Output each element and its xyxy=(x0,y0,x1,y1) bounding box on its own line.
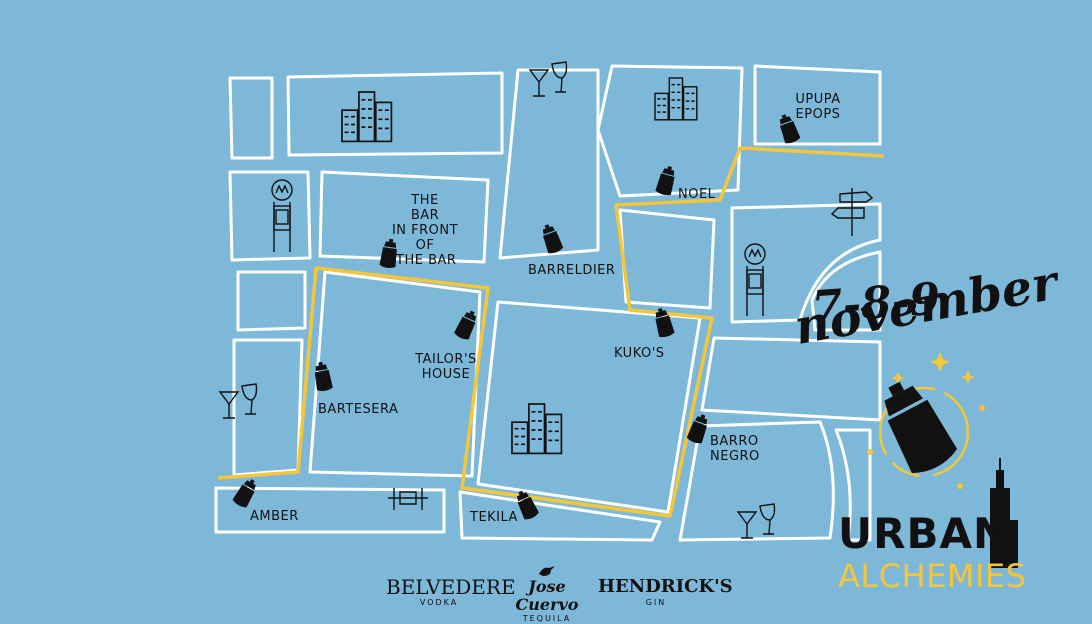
event-brand-line-2: ALCHEMIES xyxy=(838,557,1027,595)
venue-label-barreldier: BARRELDIER xyxy=(528,263,616,278)
cocktail-glasses-icon xyxy=(737,503,776,539)
venue-label-tekila: TEKILA xyxy=(470,510,518,525)
cocktail-shaker-icon xyxy=(539,222,564,255)
streets xyxy=(214,64,882,542)
event-emblem xyxy=(867,352,1018,568)
cocktail-shaker-icon xyxy=(453,308,481,342)
event-brand-line-1: URBAN xyxy=(838,509,1010,558)
map-icons xyxy=(219,61,874,539)
sponsor-hendricks: HENDRICK'S GIN xyxy=(598,576,733,607)
venue-label-amber: AMBER xyxy=(250,509,299,524)
venue-label-bartesera: BARTESERA xyxy=(318,402,399,417)
venue-label-upupa-epops: UPUPA EPOPS xyxy=(795,92,841,122)
bench-icon xyxy=(388,488,428,510)
route xyxy=(217,146,885,518)
cocktail-glasses-icon xyxy=(219,383,258,419)
city-buildings-icon xyxy=(341,91,393,143)
sponsor-jose-cuervo: Jose Cuervo TEQUILA xyxy=(506,564,588,624)
skyline-icon xyxy=(990,458,1018,568)
metro-sign-icon xyxy=(744,243,766,317)
venue-label-the-bar-in-front-of-the-bar: THE BAR IN FRONT OF THE BAR xyxy=(391,193,459,268)
metro-sign-icon xyxy=(271,179,293,253)
cocktail-glasses-icon xyxy=(529,61,568,97)
venue-label-noel: NOEL xyxy=(678,187,716,202)
signpost-icon xyxy=(830,188,874,236)
venue-label-barro-negro: BARRO NEGRO xyxy=(710,434,760,464)
city-buildings-icon xyxy=(511,403,563,455)
sponsor-belvedere: BELVEDERE VODKA xyxy=(386,575,516,607)
cocktail-shaker-icon xyxy=(231,476,260,510)
raven-icon xyxy=(539,566,555,576)
city-buildings-icon xyxy=(654,77,698,121)
venue-label-tailors-house: TAILOR'S HOUSE xyxy=(415,352,477,382)
venue-label-kukos: KUKO'S xyxy=(614,346,665,361)
